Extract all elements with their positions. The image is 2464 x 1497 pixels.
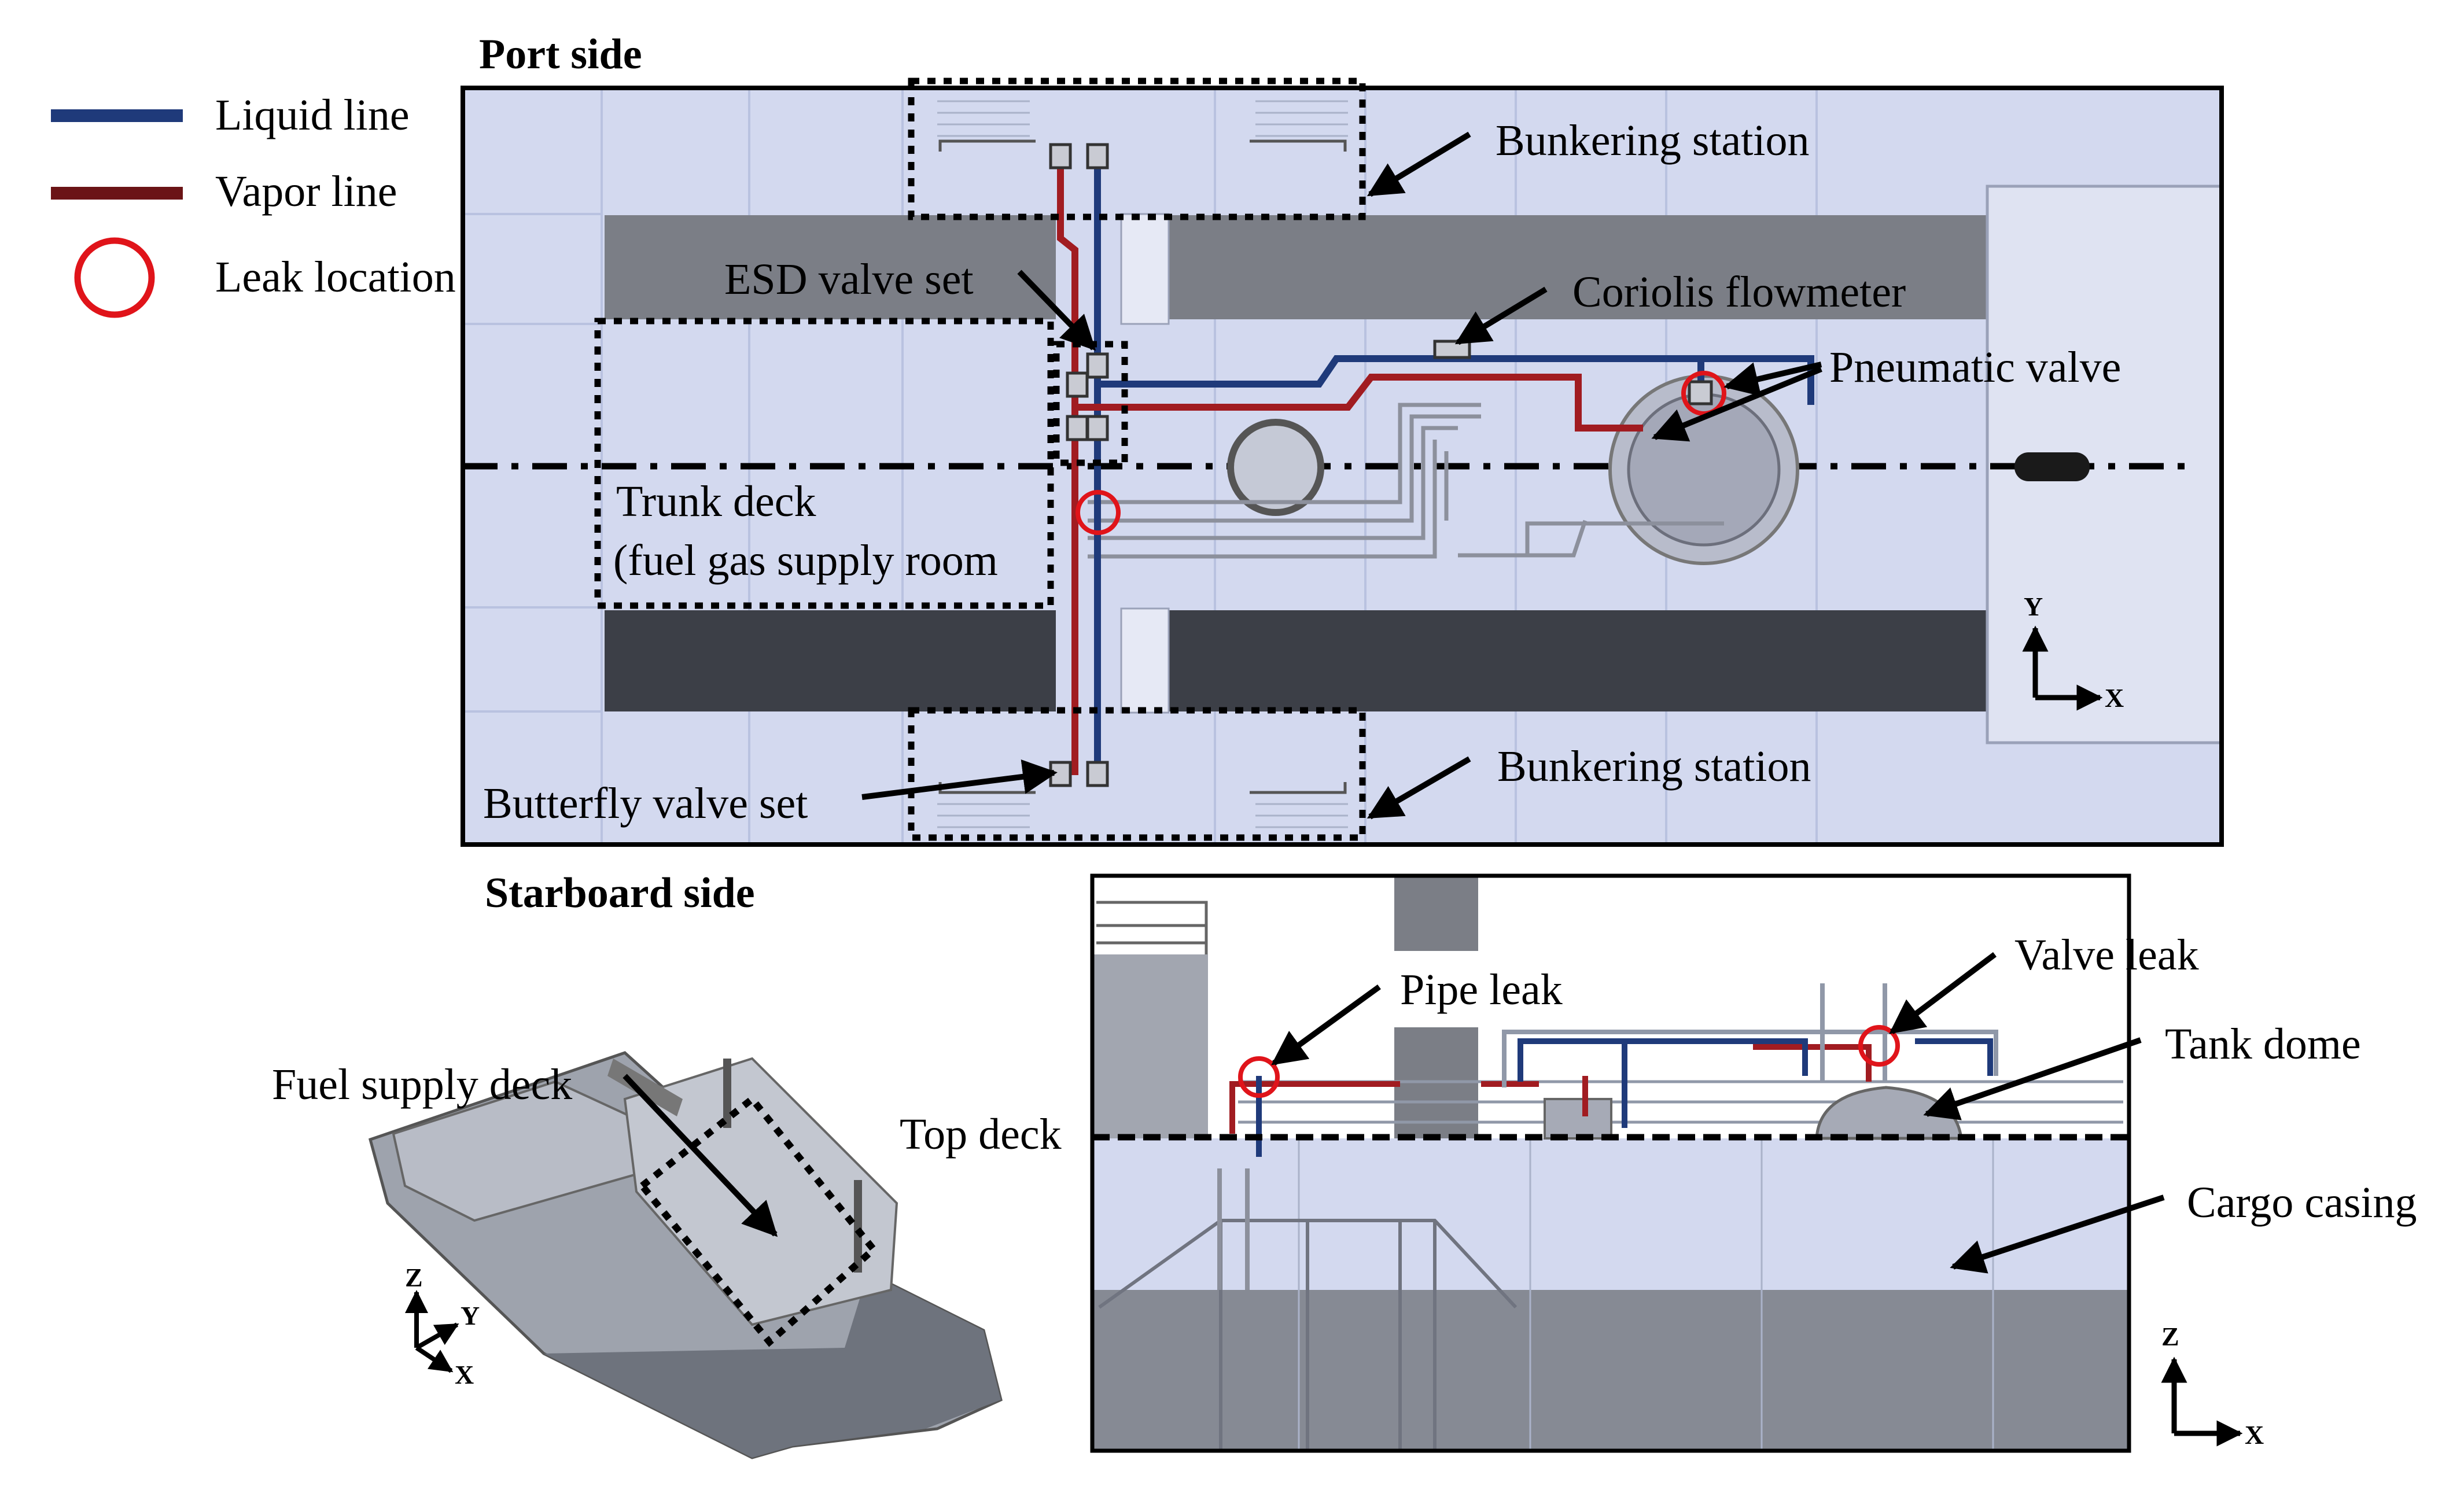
fuel-supply-deck-arrow [623,1074,778,1237]
bunkering-station-lower-box [908,707,1366,841]
utility-pipes [1088,403,1724,559]
bunkering-lower-arrow [1367,756,1471,820]
side-liquid-line [1256,1038,1993,1157]
plan-view: Port side [461,31,2224,847]
plan-axes: Y X [2022,592,2124,713]
stair-upper [1120,213,1170,325]
side-risers [1217,1168,1250,1290]
cargo-casing-label: Cargo casing [2187,1178,2417,1227]
trunk-deck-box [594,318,1054,609]
fuel-supply-deck-label: Fuel supply deck [272,1060,572,1109]
ship-crane [607,1059,683,1116]
ship-funnel [854,1180,862,1273]
pipe-leak-label: Pipe leak [1400,965,1563,1014]
ship-hull-shadow [544,1273,1001,1458]
plan-vapor-line [1057,150,1643,775]
pneumatic-arrow-1 [1723,362,1822,396]
leak-marker-valve [1858,1025,1900,1067]
plan-axis-x-label: X [2105,683,2124,713]
side-axis-x-label: X [2245,1420,2264,1450]
side-vapor-line [1229,1044,1872,1134]
iso-axis-z-label: Z [405,1263,423,1292]
pneumatic-arrow-2 [1651,366,1822,442]
side-left-block [1092,954,1208,1138]
legend: Liquid line Vapor line Leak location [51,91,456,318]
lower-deck-band-left [605,610,1056,711]
cargo-casing-arrow [1950,1194,2165,1274]
lower-deck-band-right [1169,610,1987,711]
pneumatic-valve-label: Pneumatic valve [1829,343,2121,392]
side-axis-z-label: Z [2161,1322,2179,1351]
iso-axis-x-label: X [455,1360,474,1389]
esd-valve-set-label: ESD valve set [724,255,974,304]
side-funnel-top [1394,876,1478,951]
leak-marker-pipe [1238,1056,1280,1098]
upper-deck-band-right [1169,215,1987,319]
stair-lower [1120,607,1170,714]
trunk-deck-label-line2: (fuel gas supply room [613,536,998,585]
iso-axis-y-label: Y [461,1301,480,1330]
stair-hatching [937,100,1348,828]
pipe-leak-arrow [1271,984,1381,1066]
esd-arrow [1017,270,1096,351]
legend-leak-location-label: Leak location [215,253,456,301]
coriolis-flowmeter-label: Coriolis flowmeter [1572,268,1906,316]
round-hatch [1227,419,1324,516]
iso-axes: Z Y X [405,1263,480,1389]
upper-deck-band-left [605,215,1056,319]
port-side-label: Port side [479,31,642,78]
valve-leak-label: Valve leak [2014,931,2199,979]
side-small-tank [1544,1098,1612,1140]
leak-location-icon [74,237,155,318]
side-left-railing [1096,901,1208,954]
plan-frame [461,86,2224,847]
bunkering-upper-arrow [1367,131,1471,197]
side-stair-frame [1098,1219,1518,1451]
trunk-deck-label-line1: Trunk deck [616,477,816,526]
bunkering-station-upper-label: Bunkering station [1496,116,1810,165]
ship-deck-structure [623,1057,898,1326]
legend-vapor-line-label: Vapor line [215,167,397,216]
top-deck-label: Top deck [900,1110,1062,1159]
tank-dome-label: Tank dome [2165,1020,2361,1068]
ship-mast [723,1059,731,1128]
side-axes: Z X [2161,1322,2264,1450]
plan-axis-y-label: Y [2024,592,2043,621]
side-view: Top deck Pipe leak Valve leak Tank dome … [900,873,2417,1453]
fuel-supply-deck-box [637,1094,879,1347]
coriolis-arrow [1454,286,1548,345]
valve-leak-arrow [1889,952,1997,1034]
legend-liquid-line-label: Liquid line [215,91,410,139]
tank-dome-arrow [1923,1037,2142,1120]
bunkering-station-upper-box [908,78,1366,220]
leak-marker-plan-pipe [1076,490,1121,535]
side-grid [1298,1138,1994,1451]
butterfly-valve-set-label: Butterfly valve set [483,779,808,828]
butterfly-arrow [861,759,1058,800]
lower-hull-area [1092,1290,2129,1451]
bunkering-station-lower-label: Bunkering station [1497,742,1811,791]
iso-view: Fuel supply deck Z Y X [272,1051,1003,1459]
side-frame [1090,873,2131,1453]
starboard-side-label: Starboard side [485,869,755,917]
aft-fitting [2014,452,2090,481]
